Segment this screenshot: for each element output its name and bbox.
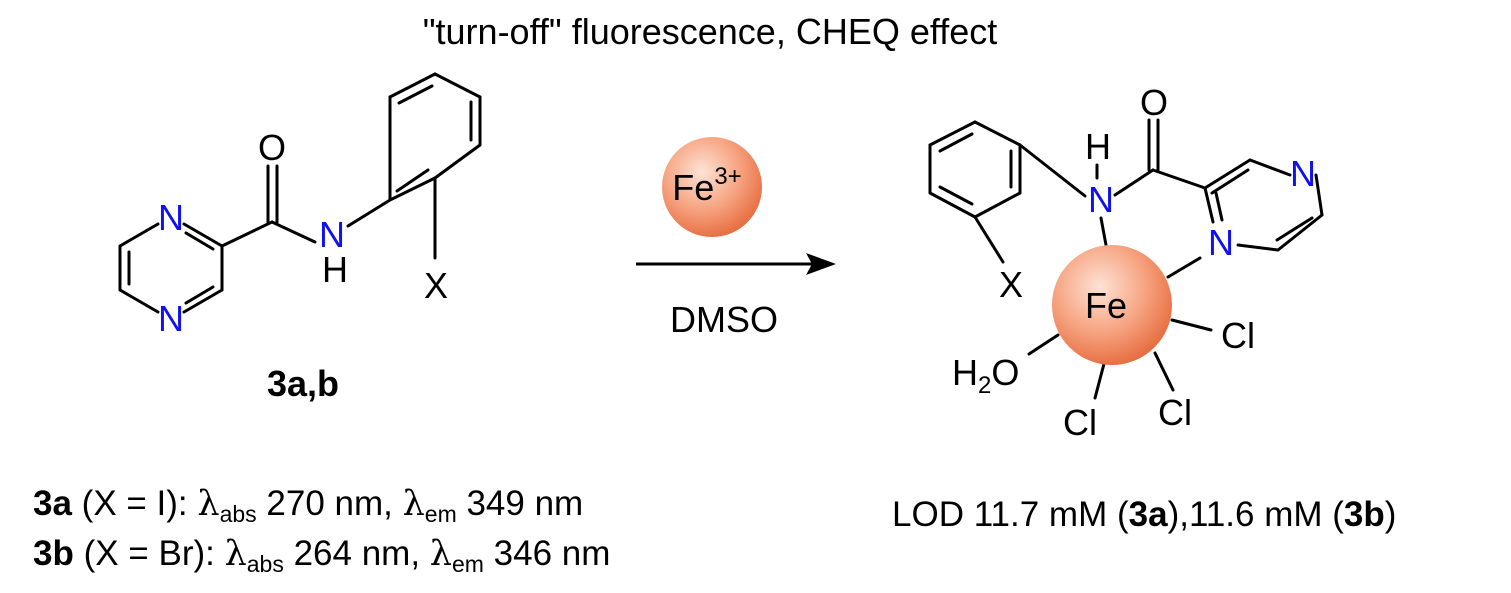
- lambda-symbol: λ: [224, 534, 247, 574]
- scheme-title: "turn-off" fluorescence, CHEQ effect: [423, 11, 998, 52]
- ligand-carbonyl-oxygen: O: [258, 127, 286, 168]
- complex-amide-hydrogen: H: [1085, 126, 1111, 167]
- complex-substituent-x: X: [999, 264, 1023, 305]
- ligand-ring-nitrogen-bottom: N: [158, 298, 184, 339]
- complex-chloride-bottom-right: Cl: [1158, 392, 1192, 433]
- complex-chloride-bottom-left: Cl: [1063, 402, 1097, 443]
- lambda-symbol: λ: [429, 534, 452, 574]
- property-compound-3b: 3b: [33, 534, 74, 573]
- lambda-symbol: λ: [402, 484, 425, 524]
- complex-ring-nitrogen-far: N: [1290, 153, 1316, 194]
- property-line-3a: 3a (X = I): λabs 270 nm, λem 349 nm: [33, 484, 584, 527]
- compound-label: 3a,b: [267, 363, 339, 404]
- complex-chloride-right: Cl: [1221, 315, 1255, 356]
- fe-metal-sphere: [1052, 245, 1172, 365]
- property-compound-3a: 3a: [33, 484, 72, 523]
- ligand-amide-nitrogen: N: [319, 214, 345, 255]
- solvent-label: DMSO: [670, 299, 778, 340]
- ligand-amide-hydrogen: H: [322, 249, 348, 290]
- ligand-ring-nitrogen-top: N: [158, 197, 184, 238]
- property-line-3b: 3b (X = Br): λabs 264 nm, λem 346 nm: [33, 534, 611, 577]
- complex-amide-nitrogen: N: [1088, 179, 1114, 220]
- reaction-arrow: [636, 253, 836, 275]
- complex-structure: [928, 118, 1324, 400]
- ligand-substituent-x: X: [424, 265, 448, 306]
- ligand-structure: [118, 72, 482, 314]
- complex-water-ligand: H2O: [952, 352, 1019, 399]
- complex-ring-nitrogen-coordinating: N: [1208, 222, 1234, 263]
- fe3-ion-label: Fe3+: [672, 163, 741, 208]
- lod-caption: LOD 11.7 mM (3a),11.6 mM (3b): [892, 495, 1397, 534]
- lambda-symbol: λ: [197, 484, 220, 524]
- fe-metal-label: Fe: [1085, 285, 1127, 326]
- complex-carbonyl-oxygen: O: [1140, 82, 1168, 123]
- fe3-ion-sphere: [662, 137, 762, 237]
